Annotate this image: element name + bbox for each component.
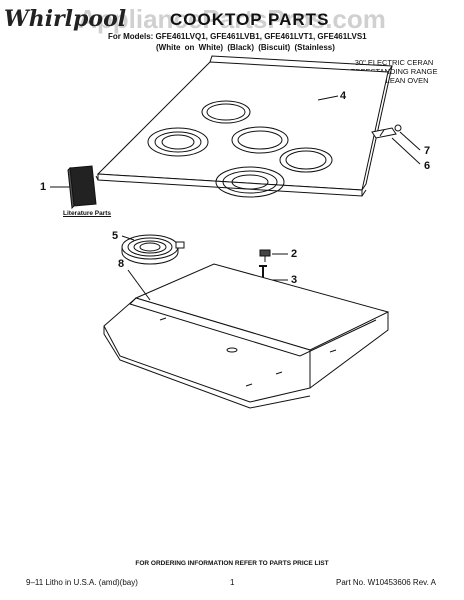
description-line-1: 30" ELECTRIC CERAN xyxy=(354,58,434,67)
burner-outline-center xyxy=(231,126,289,154)
watermark: AppliancePartsPros.com xyxy=(78,4,386,34)
range-description: 30" ELECTRIC CERAN FREESTANDING RANGE SE… xyxy=(334,58,454,85)
ordering-note: FOR ORDERING INFORMATION REFER TO PARTS … xyxy=(135,560,329,567)
footer-page-number: 1 xyxy=(230,578,235,587)
callout-8: 8 xyxy=(118,258,125,270)
burner-outline-rear-left xyxy=(201,100,251,124)
description-line-3: SELF CLEAN OVEN xyxy=(359,76,429,85)
burner-outline-front-center xyxy=(215,166,285,198)
literature-booklet xyxy=(67,165,97,210)
footer-part-number: Part No. W10453606 Rev. A xyxy=(336,578,436,587)
page-title: COOKTOP PARTS xyxy=(170,10,330,29)
callout-1: 1 xyxy=(40,181,47,193)
terminal-block xyxy=(371,124,402,139)
terminal-screw xyxy=(394,124,402,132)
callout-6: 6 xyxy=(424,160,431,172)
callout-7: 7 xyxy=(424,145,431,157)
callout-3: 3 xyxy=(291,274,298,286)
burner-box-opening xyxy=(226,347,238,353)
surface-element xyxy=(121,234,185,265)
callout-5: 5 xyxy=(112,230,119,242)
burner-box xyxy=(103,263,390,409)
leader-7 xyxy=(399,131,421,151)
cooktop-glass xyxy=(95,55,393,198)
description-line-2: FREESTANDING RANGE xyxy=(350,67,438,76)
element-clip xyxy=(259,249,271,262)
burner-outline-right xyxy=(279,147,333,173)
leader-6 xyxy=(391,137,421,165)
leader-5 xyxy=(121,235,135,241)
leader-4 xyxy=(317,95,339,101)
footer-litho: 9–11 Litho in U.S.A. (amd)(bay) xyxy=(26,578,138,587)
callout-2: 2 xyxy=(291,248,298,260)
colors-line: (White on White) (Black) (Biscuit) (Stai… xyxy=(156,43,335,52)
literature-parts-label: Literature Parts xyxy=(63,210,112,217)
models-line: For Models: GFE461LVQ1, GFE461LVB1, GFE4… xyxy=(108,32,367,41)
callout-4: 4 xyxy=(340,90,347,102)
leader-8 xyxy=(127,269,151,301)
burner-outline-front-left xyxy=(147,127,209,157)
brand-logo: Whirlpool xyxy=(4,6,127,32)
